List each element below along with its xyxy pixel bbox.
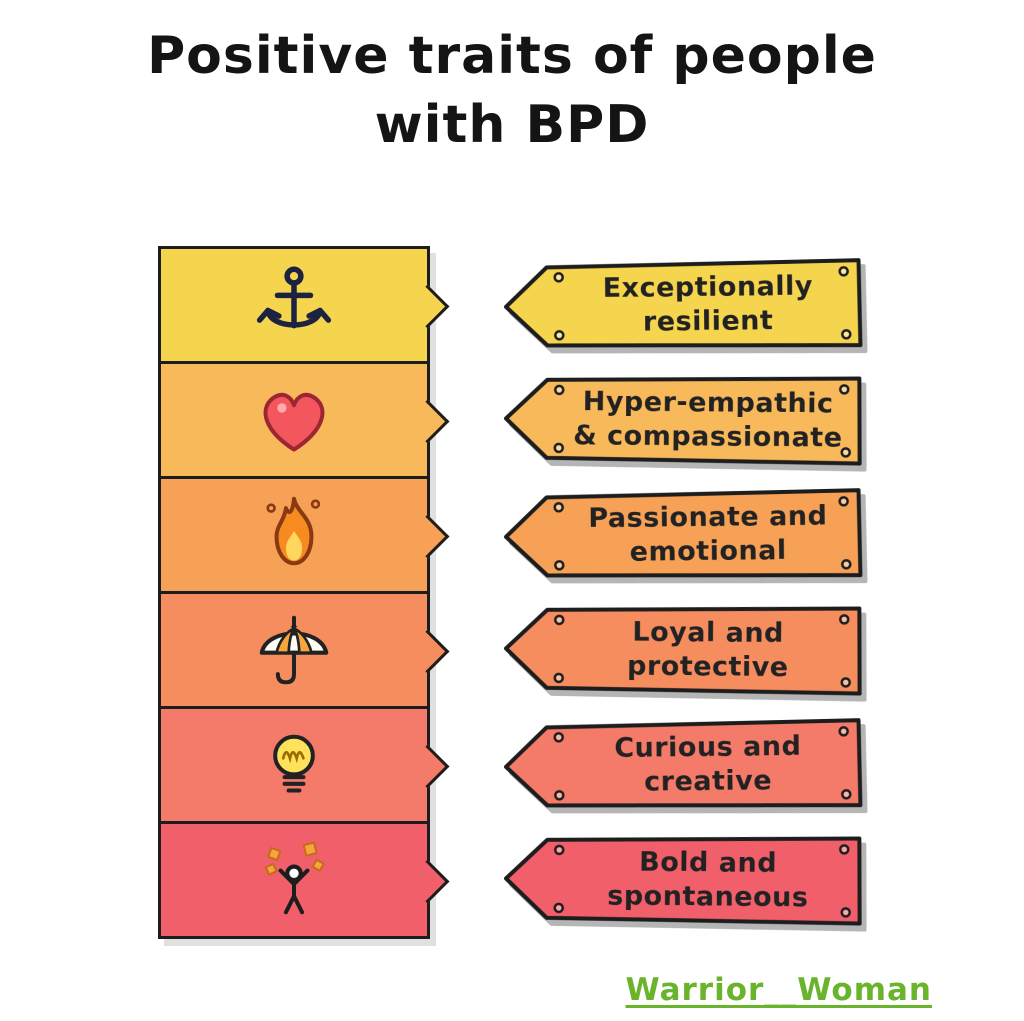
arrow-notch	[405, 514, 450, 559]
arrow-notch	[405, 629, 450, 674]
celebrating-person-icon	[264, 841, 326, 915]
trait-tags: Exceptionally resilient Hyper-empathic &…	[503, 257, 866, 927]
trait-box-bold	[158, 821, 450, 939]
page-title: Positive traits of people with BPD	[147, 26, 877, 155]
trait-tag-passionate: Passionate and emotional	[503, 487, 866, 583]
anchor-icon	[256, 266, 332, 329]
trait-tag-curious: Curious and creative	[503, 717, 866, 813]
arrow-notch	[405, 859, 450, 904]
tag-shape	[504, 376, 862, 466]
trait-label: Curious and creative	[614, 731, 802, 798]
heart-icon	[263, 392, 325, 452]
icon-stack	[158, 246, 450, 939]
arrow-notch	[405, 744, 450, 789]
trait-tag-loyal: Loyal and protective	[503, 602, 866, 697]
arrow-notch	[405, 399, 450, 444]
arrow-notch	[405, 284, 450, 329]
trait-label: Passionate and emotional	[588, 500, 828, 568]
tag-shape	[504, 258, 863, 348]
tag-shape	[504, 488, 863, 578]
trait-box-curious	[158, 706, 450, 824]
trait-label: Exceptionally resilient	[602, 270, 814, 338]
tag-shape	[504, 718, 863, 808]
flame-icon	[266, 496, 321, 566]
trait-tag-bold: Bold and spontaneous	[503, 832, 866, 927]
trait-box-resilient	[158, 246, 450, 364]
trait-label: Hyper-empathic & compassionate	[573, 386, 843, 454]
trait-box-loyal	[158, 591, 450, 709]
trait-tag-resilient: Exceptionally resilient	[503, 257, 866, 353]
tag-shape	[504, 606, 862, 696]
trait-tag-empathic: Hyper-empathic & compassionate	[503, 372, 866, 467]
trait-label: Bold and spontaneous	[607, 846, 809, 914]
trait-box-passionate	[158, 476, 450, 594]
credit-handle: Warrior__Woman	[625, 972, 932, 1008]
trait-box-empathic	[158, 361, 450, 479]
trait-label: Loyal and protective	[626, 616, 789, 683]
tag-shape	[504, 836, 862, 926]
umbrella-icon	[259, 615, 329, 685]
lightbulb-icon	[273, 734, 315, 793]
